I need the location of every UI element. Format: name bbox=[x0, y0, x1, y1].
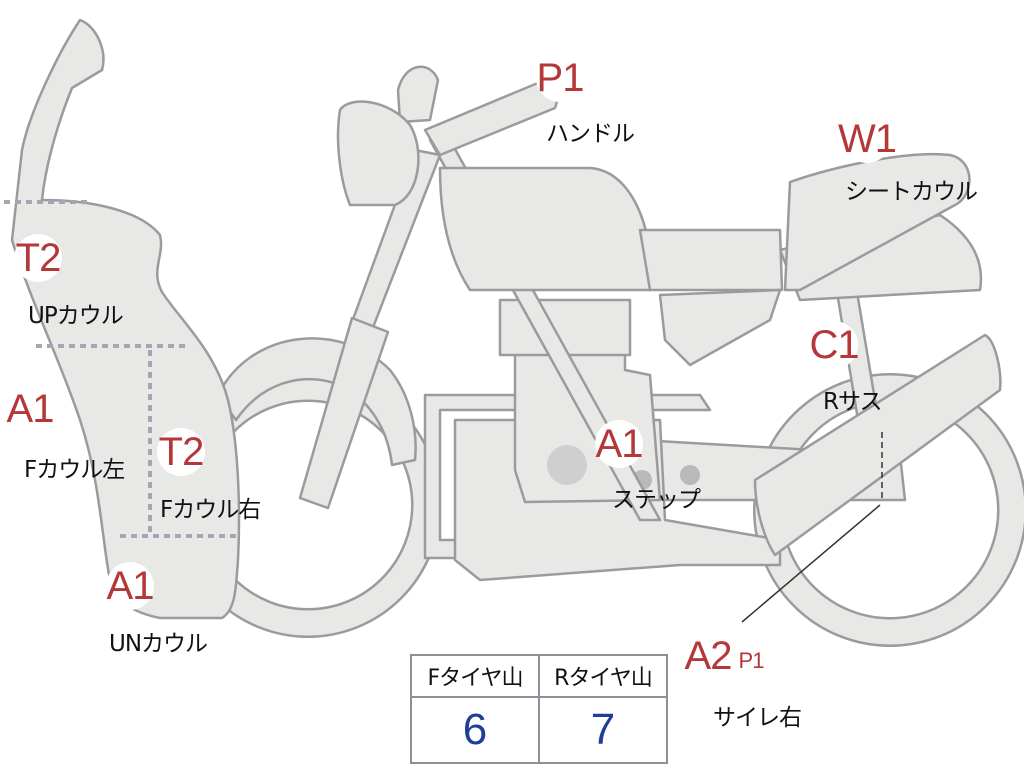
front-tire-header: Fタイヤ山 bbox=[410, 654, 540, 698]
part-label-upper-cowl: UPカウル bbox=[28, 303, 124, 329]
part-code-front-cowl-left: A1 bbox=[6, 385, 54, 433]
front-tire-value: 6 bbox=[410, 696, 540, 764]
part-label-handlebar: ハンドル bbox=[546, 121, 635, 147]
part-label-front-cowl-right: Fカウル右 bbox=[160, 497, 261, 523]
fuel-tank bbox=[438, 166, 652, 292]
headlight bbox=[336, 100, 420, 207]
seat bbox=[638, 228, 784, 292]
part-code-handlebar: P1 bbox=[536, 54, 584, 102]
rear-fender bbox=[778, 213, 983, 302]
part-label-front-cowl-left: Fカウル左 bbox=[24, 457, 125, 483]
part-label-seat-cowl: シートカウル bbox=[845, 179, 978, 205]
part-code-seat-cowl: W1 bbox=[838, 115, 897, 163]
leader-line-silencer bbox=[741, 504, 881, 623]
tire-tread-table: Fタイヤ山 Rタイヤ山 6 7 bbox=[410, 654, 668, 764]
muffler bbox=[753, 333, 1002, 557]
rear-tire-header: Rタイヤ山 bbox=[538, 654, 668, 698]
part-code-step: A1 bbox=[595, 420, 643, 468]
part-label-step: ステップ bbox=[612, 487, 701, 513]
part-label-rear-suspension: Rサス bbox=[823, 389, 883, 415]
part-label-silencer-right: サイレ右 bbox=[713, 705, 802, 731]
part-code-under-cowl: A1 bbox=[106, 562, 154, 610]
part-code-upper-cowl: T2 bbox=[14, 234, 62, 282]
engine-cover bbox=[547, 445, 587, 485]
fork-lower bbox=[298, 316, 390, 510]
part-code-front-cowl-right: T2 bbox=[157, 428, 205, 476]
part-code-rear-suspension: C1 bbox=[809, 321, 860, 369]
step-peg bbox=[680, 465, 700, 485]
side-panel bbox=[658, 288, 782, 367]
table-header-row: Fタイヤ山 Rタイヤ山 bbox=[410, 654, 668, 698]
part-label-under-cowl: UNカウル bbox=[109, 631, 208, 657]
seat-cowl bbox=[783, 152, 971, 292]
part-code-silencer-right: A2 bbox=[684, 632, 732, 680]
part-code-silencer-right-secondary: P1 bbox=[736, 646, 766, 676]
table-value-row: 6 7 bbox=[410, 696, 668, 764]
handlebar-mount bbox=[396, 65, 440, 124]
rear-tire-value: 7 bbox=[538, 696, 668, 764]
